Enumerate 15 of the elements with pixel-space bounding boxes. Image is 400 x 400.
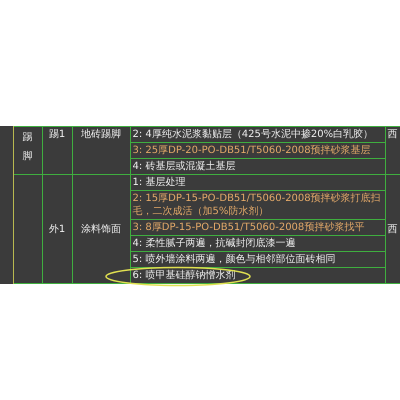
layer-description: 3: 25厚DP-20-PO-DB51/T5060-2008预拌砂浆基层	[132, 145, 371, 156]
layer-description: 1: 基层处理	[132, 177, 186, 188]
layer-description: 4: 砖基层或混凝土基层	[132, 161, 236, 172]
layer-description: 5: 喷外墙涂料两遍，颜色与相邻部位面砖相同	[132, 254, 336, 265]
type-code: 踢1	[48, 129, 66, 140]
side-note: 西	[388, 129, 398, 140]
layer-description: 3: 8厚DP-15-PO-DB51/T5060-2008预拌砂浆找平	[132, 222, 364, 233]
finish-name: 涂料饰面	[81, 224, 121, 234]
layer-description: 4: 柔性腻子两遍，抗碱封闭底漆一遍	[132, 238, 296, 249]
type-code: 外1	[48, 224, 66, 234]
side-note: 西	[388, 224, 398, 234]
layer-description: 2: 4厚纯水泥浆黏贴层（425号水泥中掺20%白乳胶）	[132, 129, 374, 140]
layer-description: 2: 15厚DP-15-PO-DB51/T5060-2008预拌砂浆打底扫毛，二次成活（加5%防水剂）	[132, 193, 381, 217]
row-heading: 踢脚	[22, 131, 32, 164]
finish-name: 地砖踢脚	[81, 129, 121, 140]
